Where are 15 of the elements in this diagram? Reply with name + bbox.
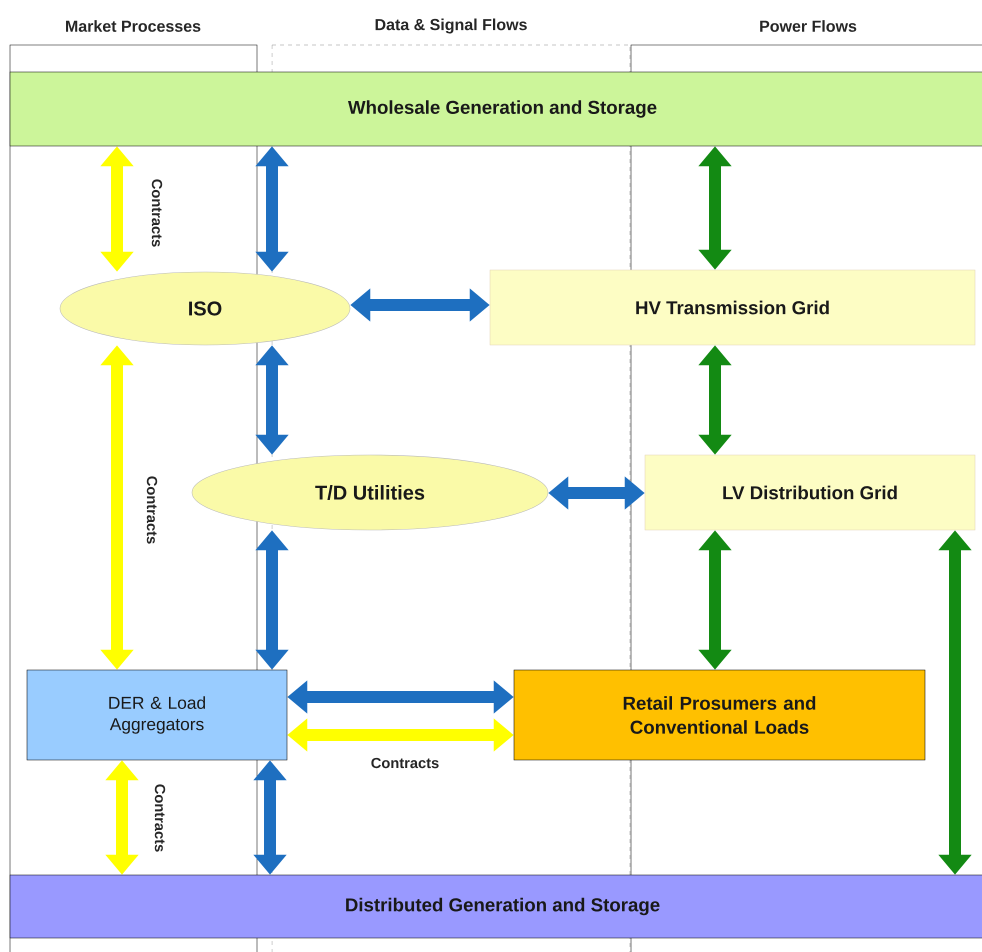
process-box: Retail Prosumers and Conventional Loads <box>514 670 926 760</box>
band: Distributed Generation and Storage <box>10 874 982 938</box>
band: Wholesale Generation and Storage <box>10 72 982 146</box>
process-box: HV Transmission Grid <box>490 270 976 346</box>
ellipse-node: T/D Utilities <box>192 454 548 530</box>
column-heading: Power Flows <box>760 20 856 32</box>
ellipse-node: ISO <box>60 272 350 346</box>
process-box: DER & Load Aggregators <box>26 670 288 760</box>
edge-label: Contracts <box>153 782 167 854</box>
column-heading: Market Processes <box>66 20 200 32</box>
edge-label: Contracts <box>145 474 159 546</box>
process-box: LV Distribution Grid <box>644 454 976 530</box>
edge-label: Contracts <box>150 177 164 249</box>
column-heading: Data & Signal Flows <box>376 18 527 34</box>
edge-label: Contracts <box>369 756 441 770</box>
